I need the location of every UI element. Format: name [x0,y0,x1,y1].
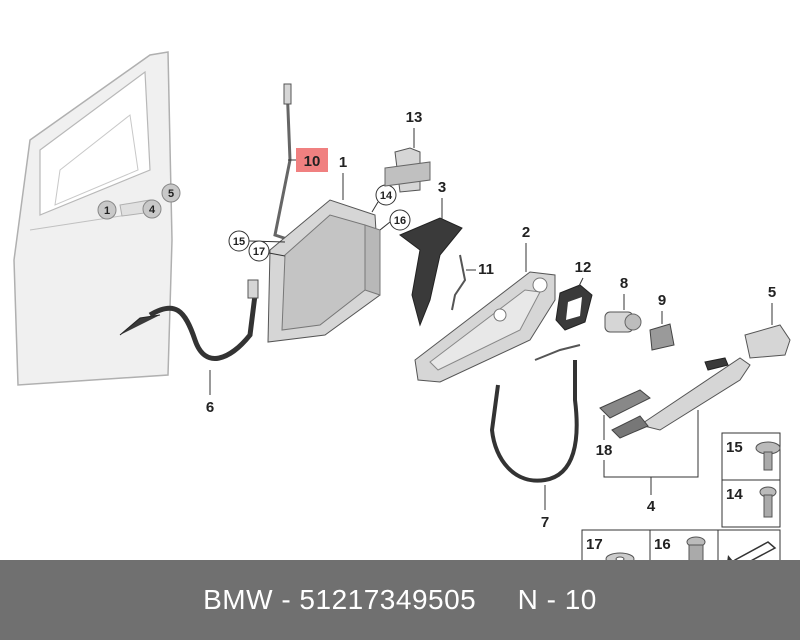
door-label-5: 5 [168,188,174,200]
door-callout-4: 4 [142,199,162,219]
callout-9: 9 [658,292,666,309]
part-1-door-lock [267,199,381,343]
callout-17-circle: 17 [248,240,270,262]
part-number-caption: BMW - 51217349505 N - 10 [203,584,597,615]
part-4-outer-handle [599,357,751,439]
label-14: 14 [380,190,393,202]
label-17: 17 [253,246,265,258]
door-label-4: 4 [149,204,156,216]
callout-16-circle: 16 [389,209,411,231]
part-13-striker [384,147,431,193]
legend-box-15: 15 [721,432,781,481]
part-2-handle-carrier [414,271,556,383]
door-label-1: 1 [104,205,110,217]
part-7-bowden-cable [489,344,581,483]
legend-label-17: 17 [586,536,603,553]
callout-1: 1 [339,154,347,171]
part-9-clip [649,323,675,351]
callout-15-circle: 15 [228,230,250,252]
car-door [13,51,173,386]
door-callout-1: 1 [97,200,117,220]
callout-12: 12 [575,259,592,276]
footer-caption-bar: BMW - 51217349505 N - 10 [0,560,800,640]
callout-7: 7 [541,514,549,531]
callout-10: 10 [304,153,321,170]
legend-label-15: 15 [726,439,743,456]
callout-4: 4 [647,498,656,515]
callout-8: 8 [620,275,628,292]
callout-13: 13 [406,109,423,126]
callout-10-highlight [296,148,328,172]
part-3-bracket [399,217,463,327]
legend-box-14: 14 [721,479,781,528]
callout-14-circle: 14 [375,184,397,206]
part-12-gasket [555,284,593,331]
callout-18: 18 [596,442,613,459]
part-5-handle-cap [744,324,791,359]
part-6-cable [119,279,259,361]
part-11-spring [451,254,467,311]
part-8-lock-cylinder [604,311,642,333]
callout-3: 3 [438,179,446,196]
callout-11: 11 [478,261,494,278]
label-16: 16 [394,215,406,227]
label-15: 15 [233,236,245,248]
part-10-rod [273,83,292,242]
legend-label-14: 14 [726,486,743,503]
legend-label-16: 16 [654,536,671,553]
door-callout-5: 5 [161,183,181,203]
callout-5: 5 [768,284,776,301]
callout-2: 2 [522,224,530,241]
callout-6: 6 [206,399,214,416]
